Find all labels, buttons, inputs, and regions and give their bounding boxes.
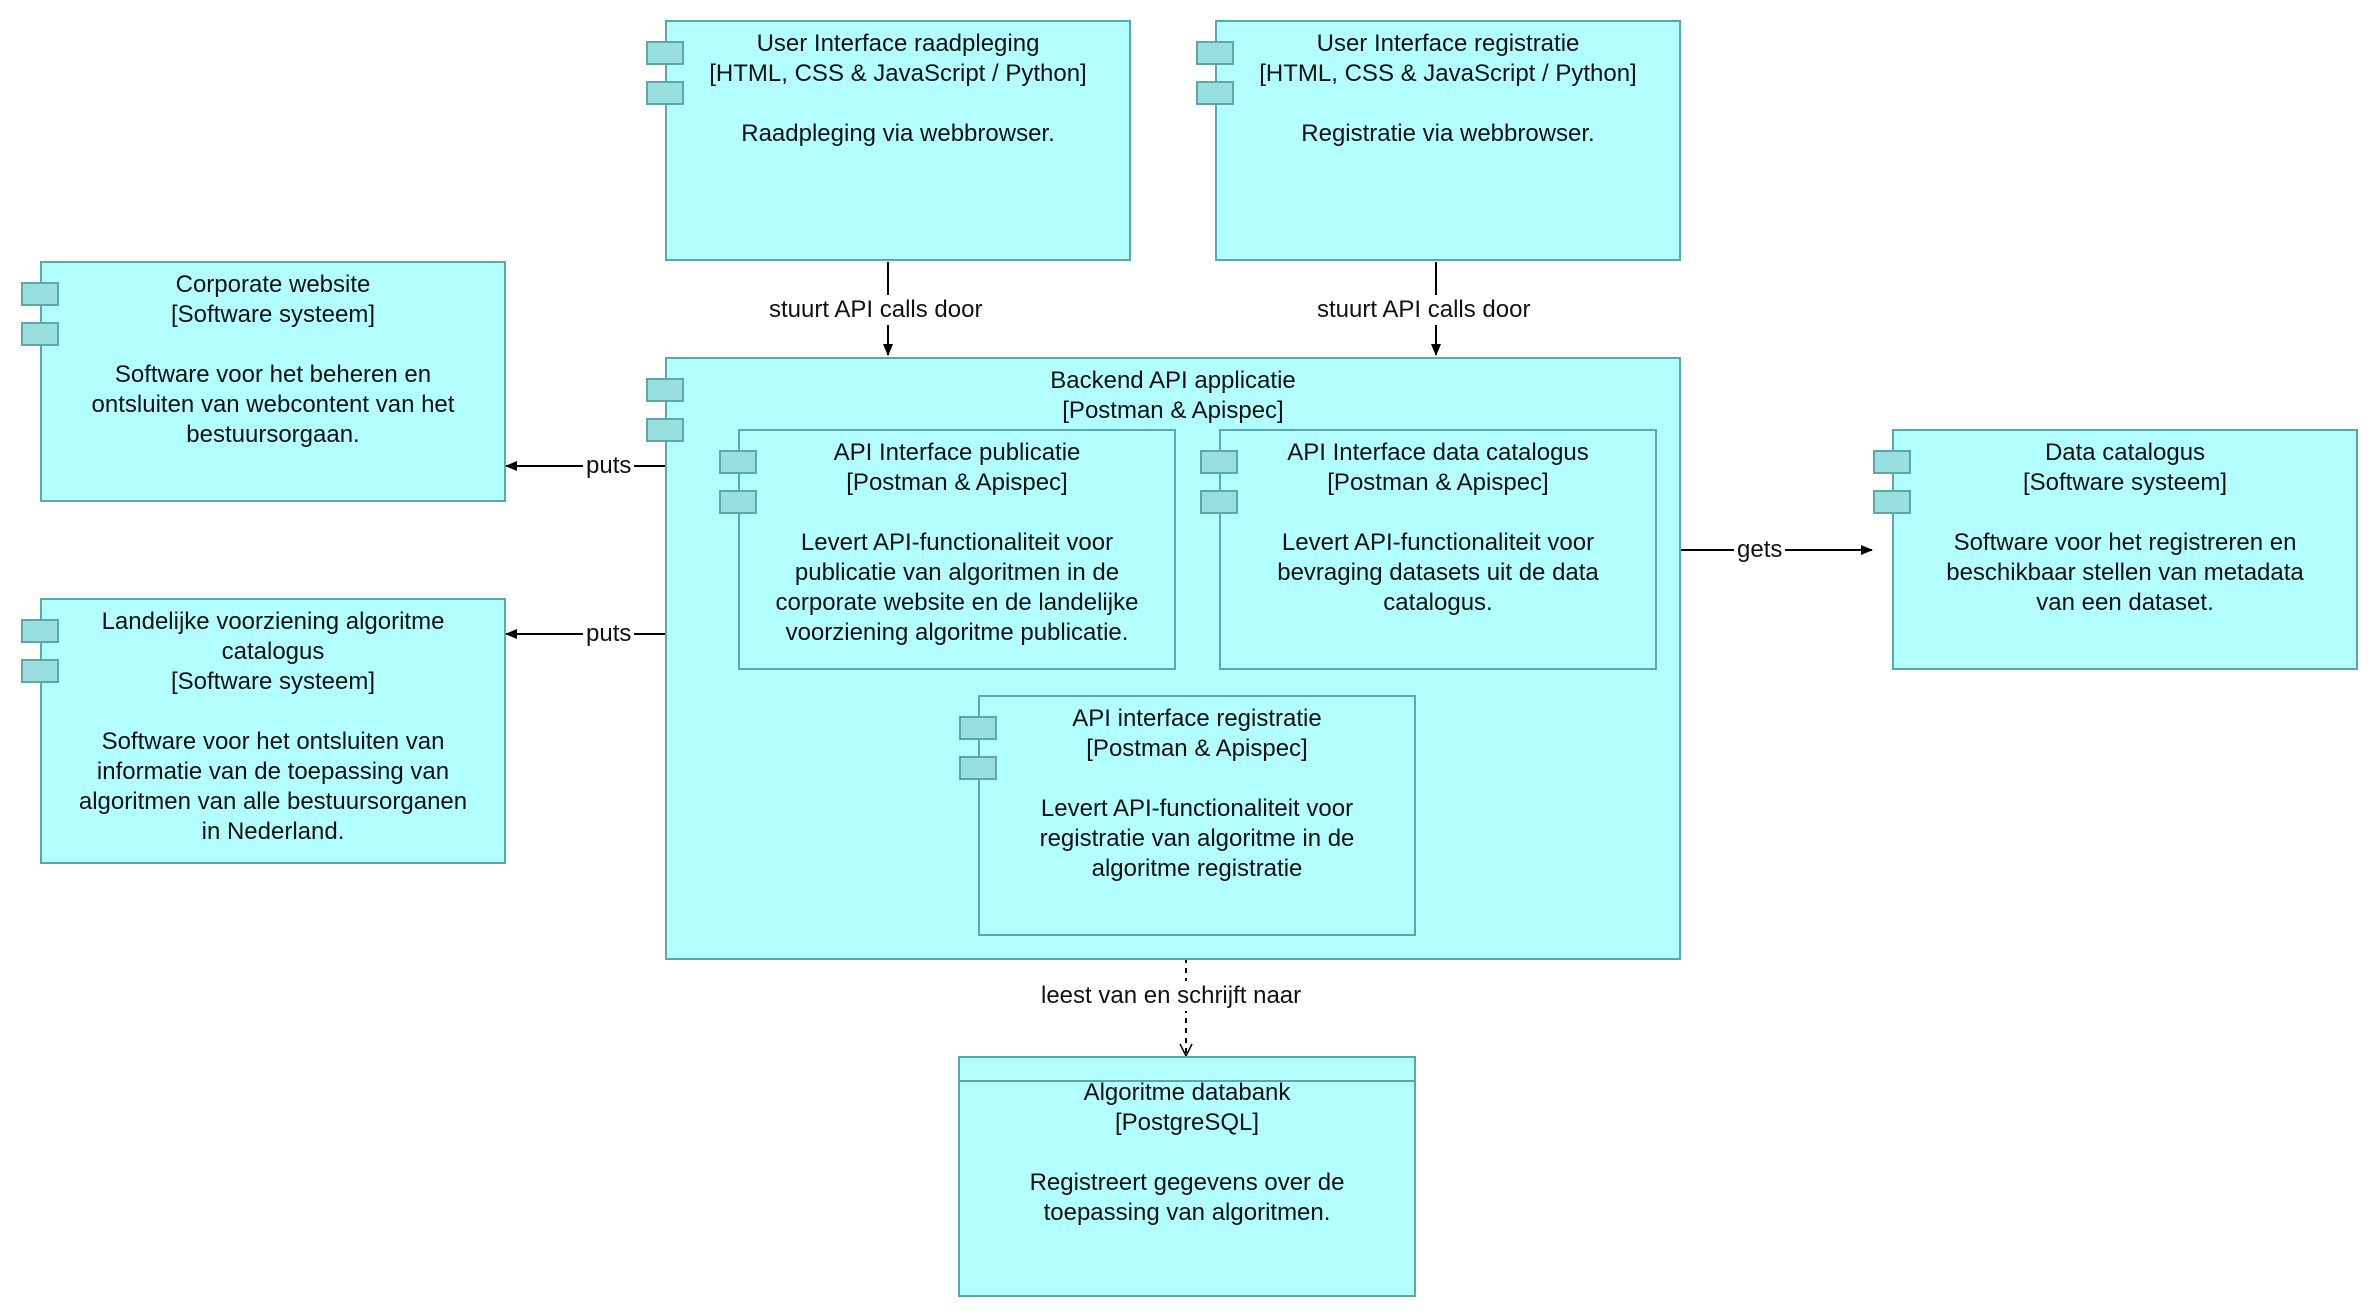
node-desc: Registratie via webbrowser. bbox=[1301, 120, 1595, 147]
node-title: API Interface publicatie bbox=[833, 439, 1081, 466]
edge-label-puts-corporate: puts bbox=[583, 451, 635, 481]
node-title: Data catalogus bbox=[2044, 439, 2206, 466]
component-tab-icon bbox=[646, 41, 684, 65]
component-tab-icon bbox=[719, 450, 757, 474]
node-api-publicatie[interactable]: API Interface publicatie [Postman & Apis… bbox=[738, 429, 1176, 670]
node-title: User Interface raadpleging bbox=[756, 30, 1040, 57]
component-tab-icon bbox=[646, 81, 684, 105]
node-tech: [Postman & Apispec] bbox=[1062, 397, 1284, 424]
edge-label-puts-landelijke: puts bbox=[583, 619, 635, 649]
component-tab-icon bbox=[1196, 41, 1234, 65]
node-title: Backend API applicatie bbox=[1050, 367, 1296, 394]
edge-label-databank: leest van en schrijft naar bbox=[1038, 981, 1305, 1011]
edge-label-gets: gets bbox=[1734, 535, 1786, 565]
edge-label-registratie: stuurt API calls door bbox=[1314, 295, 1534, 325]
node-ui-registratie[interactable]: User Interface registratie [HTML, CSS & … bbox=[1215, 20, 1681, 261]
node-ui-raadpleging[interactable]: User Interface raadpleging [HTML, CSS & … bbox=[665, 20, 1131, 261]
node-desc: Software voor het ontsluiten van informa… bbox=[78, 728, 468, 845]
component-tab-icon bbox=[1200, 450, 1238, 474]
node-title: User Interface registratie bbox=[1316, 30, 1580, 57]
component-tab-icon bbox=[959, 756, 997, 780]
component-tab-icon bbox=[1200, 490, 1238, 514]
node-title: Algoritme databank bbox=[1083, 1079, 1291, 1106]
node-landelijke-voorziening[interactable]: Landelijke voorziening algoritme catalog… bbox=[40, 598, 506, 864]
component-tab-icon bbox=[1196, 81, 1234, 105]
node-title: Landelijke voorziening algoritme catalog… bbox=[101, 608, 445, 665]
node-tech: [HTML, CSS & JavaScript / Python] bbox=[709, 60, 1087, 87]
node-tech: [Postman & Apispec] bbox=[1086, 735, 1308, 762]
component-tab-icon bbox=[1873, 490, 1911, 514]
node-title: API interface registratie bbox=[1072, 705, 1322, 732]
node-data-catalogus[interactable]: Data catalogus [Software systeem] Softwa… bbox=[1892, 429, 2358, 670]
component-tab-icon bbox=[21, 322, 59, 346]
component-tab-icon bbox=[21, 282, 59, 306]
node-tech: [Software systeem] bbox=[170, 301, 376, 328]
component-tab-icon bbox=[1873, 450, 1911, 474]
node-tech: [PostgreSQL] bbox=[1114, 1109, 1260, 1136]
component-tab-icon bbox=[21, 619, 59, 643]
component-tab-icon bbox=[646, 418, 684, 442]
node-desc: Levert API-functionaliteit voor publicat… bbox=[775, 529, 1139, 646]
node-tech: [HTML, CSS & JavaScript / Python] bbox=[1259, 60, 1637, 87]
node-title: API Interface data catalogus bbox=[1287, 439, 1589, 466]
node-desc: Registreert gegevens over de toepassing … bbox=[1029, 1169, 1345, 1226]
node-corporate-website[interactable]: Corporate website [Software systeem] Sof… bbox=[40, 261, 506, 502]
component-tab-icon bbox=[719, 490, 757, 514]
node-desc: Raadpleging via webbrowser. bbox=[741, 120, 1055, 147]
node-title: Corporate website bbox=[175, 271, 371, 298]
node-desc: Software voor het beheren en ontsluiten … bbox=[91, 361, 455, 448]
component-tab-icon bbox=[21, 659, 59, 683]
node-tech: [Software systeem] bbox=[170, 668, 376, 695]
node-algoritme-databank[interactable]: Algoritme databank [PostgreSQL] Registre… bbox=[958, 1056, 1416, 1297]
node-tech: [Postman & Apispec] bbox=[1327, 469, 1549, 496]
edge-label-raadpleging: stuurt API calls door bbox=[766, 295, 986, 325]
database-top-band bbox=[960, 1080, 1414, 1082]
node-desc: Software voor het registreren en beschik… bbox=[1946, 529, 2304, 616]
component-tab-icon bbox=[959, 716, 997, 740]
node-api-data-catalogus[interactable]: API Interface data catalogus [Postman & … bbox=[1219, 429, 1657, 670]
node-tech: [Postman & Apispec] bbox=[846, 469, 1068, 496]
node-desc: Levert API-functionaliteit voor registra… bbox=[1039, 795, 1355, 882]
node-tech: [Software systeem] bbox=[2022, 469, 2228, 496]
node-api-registratie[interactable]: API interface registratie [Postman & Api… bbox=[978, 695, 1416, 936]
node-desc: Levert API-functionaliteit voor bevragin… bbox=[1277, 529, 1599, 616]
component-tab-icon bbox=[646, 378, 684, 402]
